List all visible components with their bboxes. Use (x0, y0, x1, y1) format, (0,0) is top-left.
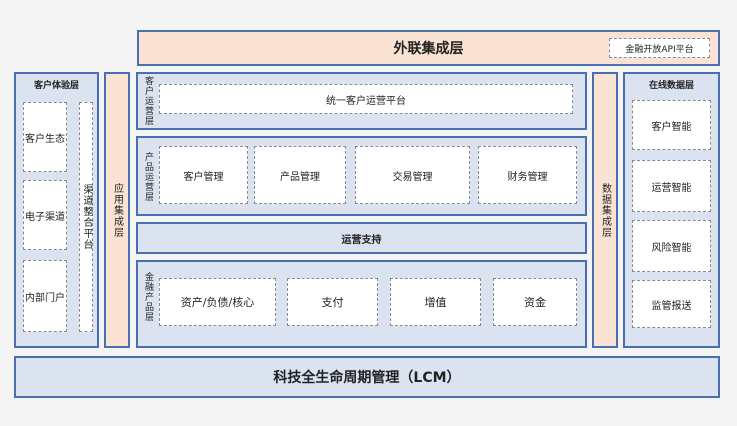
financial-product-item: 资金 (493, 278, 577, 326)
data-integration-layer: 数据集成层 (592, 72, 618, 348)
product-operations-label: 产品运营层 (143, 152, 153, 202)
product-operations-item: 产品管理 (254, 146, 346, 204)
product-operations-item: 客户管理 (159, 146, 248, 204)
online-data-item: 运营智能 (632, 160, 711, 212)
online-data-layer: 在线数据层 客户智能 运营智能 风险智能 监管报送 (623, 72, 720, 348)
online-data-title: 在线数据层 (648, 80, 694, 91)
product-operations-item: 交易管理 (355, 146, 470, 204)
unified-customer-operations-platform: 统一客户运营平台 (159, 84, 573, 114)
financial-product-item: 支付 (287, 278, 378, 326)
operations-support: 运营支持 (136, 222, 587, 254)
online-data-item: 监管报送 (632, 280, 711, 328)
customer-experience-item: 内部门户 (23, 260, 67, 332)
customer-operations-layer: 客户运营层 统一客户运营平台 (136, 72, 587, 130)
online-data-item: 客户智能 (632, 100, 711, 150)
customer-operations-label: 客户运营层 (143, 76, 153, 126)
financial-products-label: 金融产品层 (143, 272, 153, 322)
financial-product-item: 增值 (390, 278, 481, 326)
application-integration-layer: 应用集成层 (104, 72, 130, 348)
product-operations-layer: 产品运营层 客户管理 产品管理 交易管理 财务管理 (136, 136, 587, 216)
product-operations-item: 财务管理 (478, 146, 577, 204)
customer-experience-layer: 客户体验层 客户生态 电子渠道 内部门户 渠道整合平台 (14, 72, 99, 348)
channel-integration-platform: 渠道整合平台 (79, 102, 93, 332)
open-api-platform-tag: 金融开放API平台 (609, 38, 710, 58)
financial-product-item: 资产/负债/核心 (159, 278, 276, 326)
customer-experience-item: 客户生态 (23, 102, 67, 172)
customer-experience-item: 电子渠道 (23, 180, 67, 250)
external-integration-layer: 外联集成层 金融开放API平台 (137, 30, 720, 66)
online-data-item: 风险智能 (632, 220, 711, 272)
financial-products-layer: 金融产品层 资产/负债/核心 支付 增值 资金 (136, 260, 587, 348)
lcm-layer: 科技全生命周期管理（LCM） (14, 356, 720, 398)
external-integration-title: 外联集成层 (393, 41, 464, 57)
customer-experience-title: 客户体验层 (33, 80, 79, 91)
